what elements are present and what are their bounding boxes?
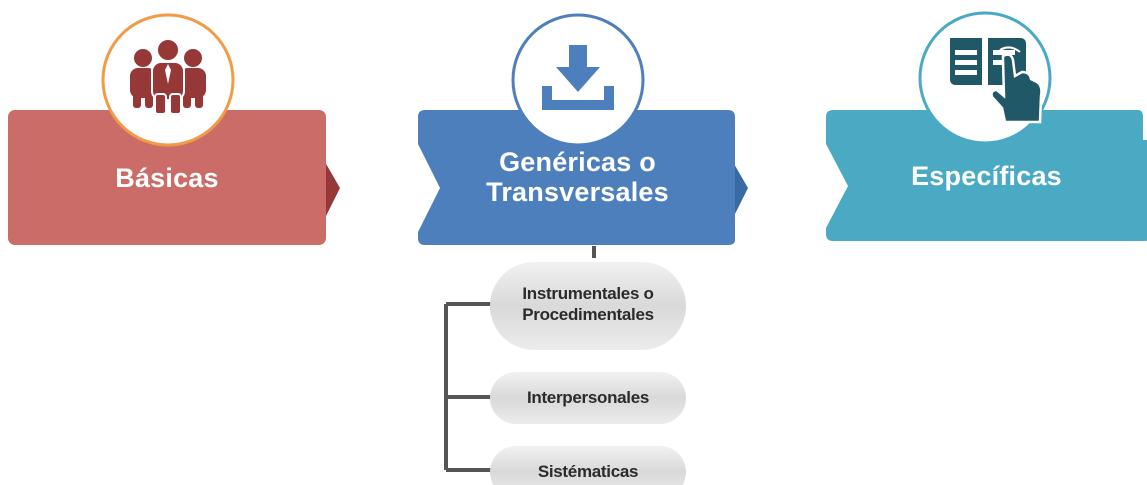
book-touch-icon (950, 38, 1043, 124)
interpersonales-label: Interpersonales (526, 388, 650, 407)
sub-item-pill-instrumentales (490, 262, 686, 350)
sub-item-pill-interpersonales (490, 372, 686, 424)
genericas-label-line2: Transversales (486, 177, 669, 208)
download-icon (542, 45, 614, 110)
genericas-banner (418, 110, 748, 245)
instrumentales-line2: Procedimentales (522, 305, 654, 325)
instrumentales-line1: Instrumentales o (522, 284, 654, 303)
sub-item-pill-sistematicas (490, 446, 686, 485)
sistematicas-label: Sistématicas (537, 462, 639, 481)
especificas-banner (826, 110, 1147, 241)
especificas-label: Específicas (911, 161, 1062, 191)
basicas-label: Básicas (115, 163, 219, 193)
team-icon (130, 38, 206, 115)
sub-item-label-sistematicas: Sistématicas (490, 461, 686, 482)
category-label-genericas: Genéricas o Transversales (420, 147, 735, 207)
connector-lines (444, 246, 596, 472)
basicas-banner (8, 110, 340, 245)
category-label-especificas: Específicas (830, 161, 1143, 191)
sub-item-label-interpersonales: Interpersonales (490, 387, 686, 408)
genericas-label-line1: Genéricas o (499, 147, 656, 177)
category-label-basicas: Básicas (8, 163, 326, 193)
sub-item-label-instrumentales: Instrumentales o Procedimentales (490, 283, 686, 326)
